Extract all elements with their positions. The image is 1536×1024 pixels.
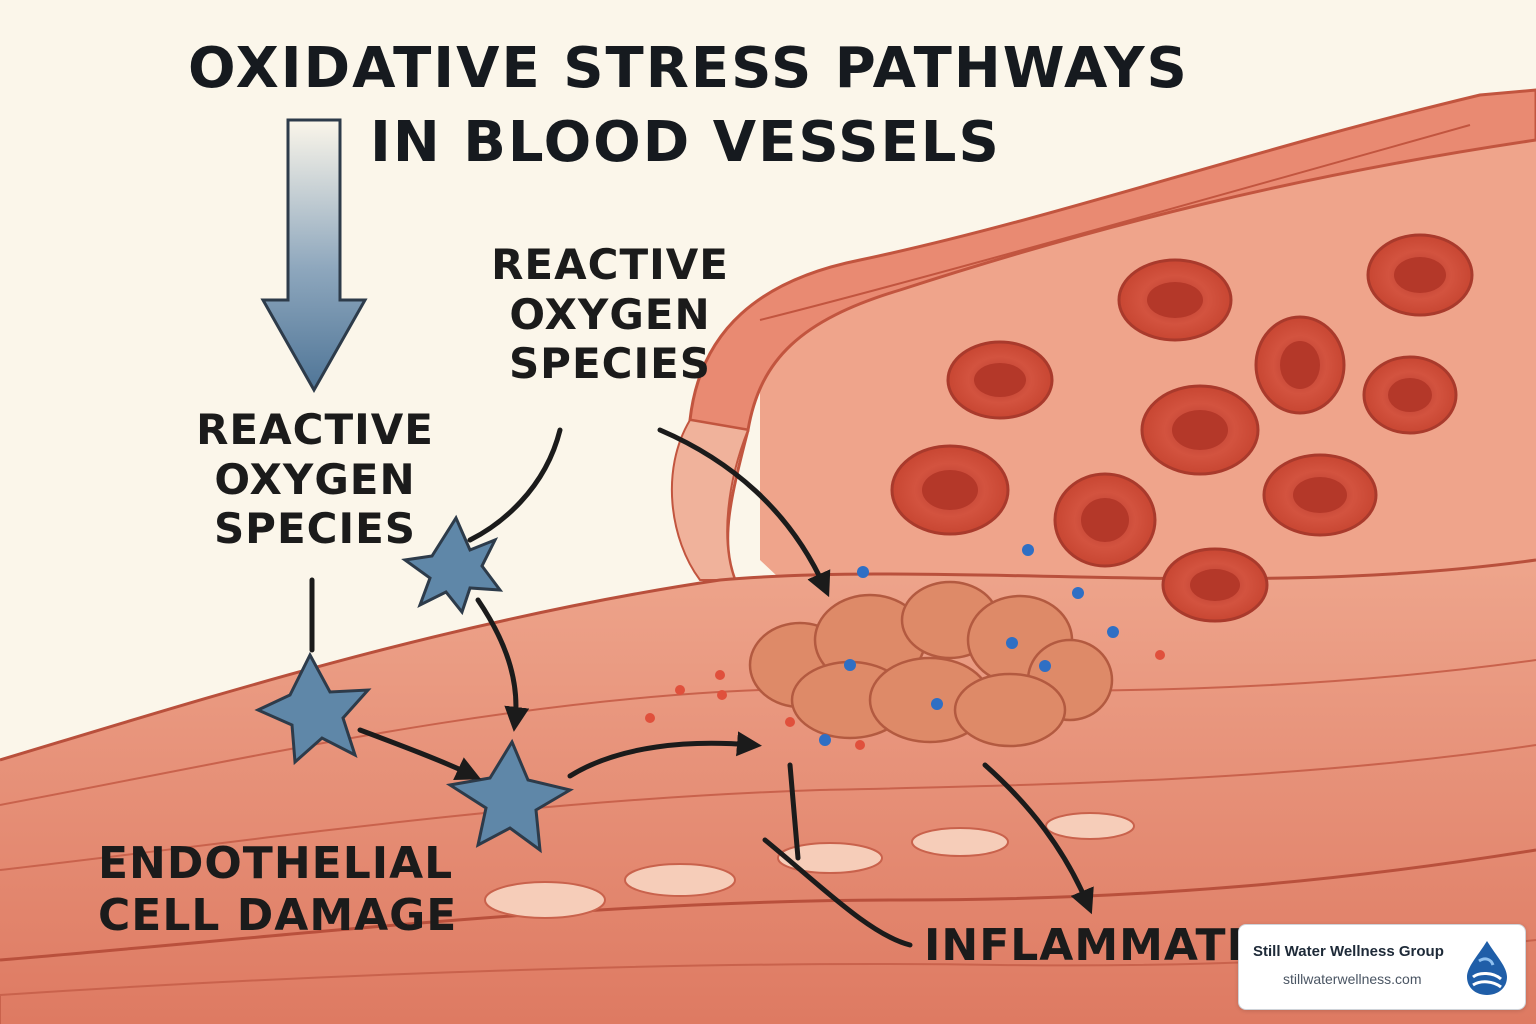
- arrow-center-label-to-star: [467, 427, 563, 543]
- inflammation-label: INFLAMMATIO: [924, 920, 1283, 971]
- endothelial-damage-line-2: CELL DAMAGE: [98, 889, 458, 941]
- brand-name: Still Water Wellness Group: [1253, 943, 1444, 960]
- arrow-star-to-plaque: [567, 731, 762, 779]
- ros-label-center: REACTIVE OXYGEN SPECIES: [480, 240, 740, 389]
- red-blood-cell: [1140, 384, 1260, 476]
- pathway-down-arrow: [260, 118, 368, 394]
- diagram-title-line-2: IN BLOOD VESSELS: [370, 110, 1001, 175]
- ros-label-center-line-2: OXYGEN: [509, 289, 711, 339]
- red-blood-cell: [946, 340, 1054, 420]
- red-blood-cell: [1362, 355, 1458, 435]
- red-blood-cells: [890, 233, 1474, 623]
- arrow-plaque-to-inflammation: [982, 762, 1094, 915]
- red-blood-cell: [890, 444, 1010, 536]
- ros-label-left: REACTIVE OXYGEN SPECIES: [190, 405, 440, 554]
- arrow-center-label-to-plaque: [657, 427, 831, 598]
- endothelial-damage-label: ENDOTHELIAL CELL DAMAGE: [98, 838, 457, 942]
- arrow-star-to-star-top: [475, 597, 530, 732]
- endothelial-cells: [484, 812, 1135, 919]
- red-blood-cell: [1053, 472, 1157, 568]
- brand-url: stillwaterwellness.com: [1283, 971, 1422, 987]
- ros-star-icons: [254, 514, 574, 854]
- red-blood-cell: [1262, 453, 1378, 537]
- water-drop-icon: [1467, 941, 1507, 995]
- vessel-opening-rim: [670, 418, 750, 581]
- ros-label-left-line-2: OXYGEN: [214, 454, 416, 504]
- ros-label-center-line-1: REACTIVE: [491, 240, 729, 289]
- ros-label-left-line-1: REACTIVE: [196, 405, 434, 454]
- arrow-star-to-star-left: [357, 727, 482, 780]
- brand-badge: Still Water Wellness Group stillwaterwel…: [1238, 924, 1526, 1010]
- arrow-inflammation-leader: [787, 762, 801, 861]
- ros-particles: [819, 544, 1119, 746]
- red-blood-cell: [1254, 315, 1346, 415]
- inflammatory-particles: [645, 650, 1165, 750]
- ros-star-icon: [254, 651, 372, 766]
- red-blood-cell: [1161, 547, 1269, 623]
- vessel-upper-wall: [688, 88, 1536, 432]
- endothelial-damage-line-1: ENDOTHELIAL: [98, 838, 454, 889]
- pathway-arrows: [309, 427, 1094, 948]
- red-blood-cell: [1366, 233, 1474, 317]
- red-blood-cell: [1117, 258, 1233, 342]
- plaque-cluster: [748, 580, 1114, 748]
- arrow-inflammation-leader-2: [762, 837, 913, 948]
- ros-label-left-line-3: SPECIES: [213, 504, 417, 554]
- ros-label-center-line-3: SPECIES: [508, 339, 712, 389]
- ros-star-icon: [445, 738, 574, 854]
- diagram-title-line-1: OXIDATIVE STRESS PATHWAYS: [188, 36, 1189, 101]
- ros-star-icon: [401, 514, 504, 616]
